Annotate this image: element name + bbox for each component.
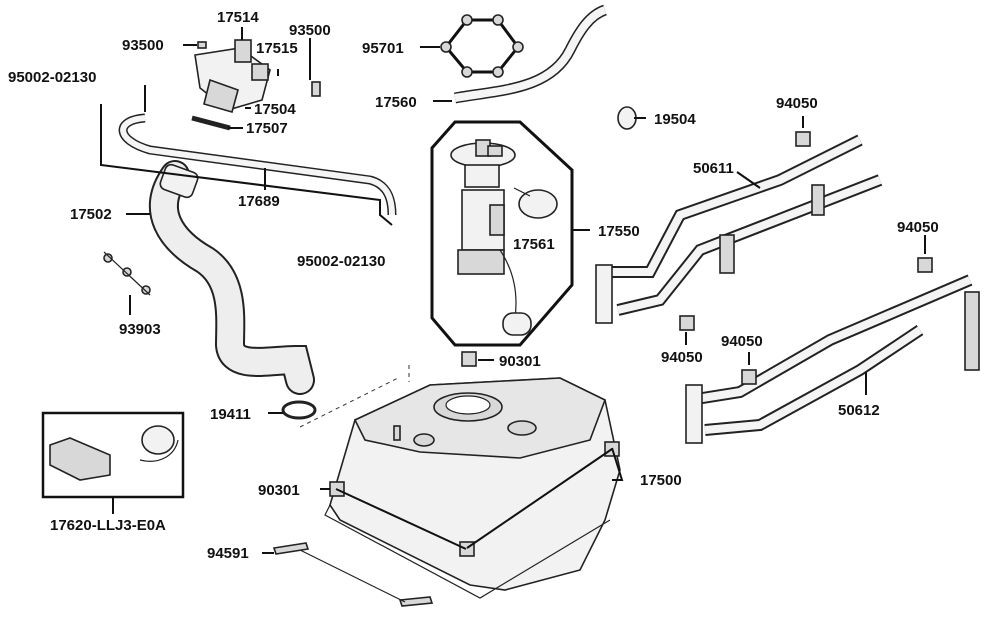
filler-hose-17502 — [148, 160, 315, 395]
label-17502: 17502 — [70, 206, 112, 223]
label-17620-llj3-e0a: 17620-LLJ3-E0A — [50, 517, 166, 534]
leader-lines — [100, 27, 926, 554]
label-17561: 17561 — [513, 236, 555, 253]
label-93500-left: 93500 — [122, 37, 164, 54]
breather-hose-17689 — [118, 113, 397, 216]
hose-clamp-19411 — [281, 400, 317, 420]
label-19504: 19504 — [654, 111, 696, 128]
clamp-93903 — [103, 251, 151, 296]
frame-50611 — [595, 134, 883, 324]
tank-guide-lines — [299, 365, 410, 428]
gasket-ring-95701 — [440, 14, 524, 78]
label-17560: 17560 — [375, 94, 417, 111]
fuel-filter-17561 — [513, 187, 558, 219]
label-19411: 19411 — [210, 406, 251, 423]
label-17504: 17504 — [254, 101, 296, 118]
inset-pump-unit — [49, 425, 179, 481]
label-17514: 17514 — [217, 9, 259, 26]
label-50611: 50611 — [693, 160, 734, 177]
label-94050-right: 94050 — [897, 219, 939, 236]
label-94050-middle: 94050 — [661, 349, 703, 366]
fuel-pump-assembly — [450, 139, 532, 336]
label-90301-bottom: 90301 — [258, 482, 300, 499]
pump-bracket-assembly — [191, 39, 271, 131]
label-94591: 94591 — [207, 545, 249, 562]
fuel-tank-17500 — [324, 377, 621, 599]
nut-94050 — [679, 131, 933, 385]
strap-94591 — [272, 542, 434, 607]
label-90301-top: 90301 — [499, 353, 541, 370]
part-labels: 17514 93500 93500 17515 95002-02130 1750… — [8, 9, 939, 562]
label-95002-02130-bottom: 95002-02130 — [297, 253, 385, 270]
label-95701: 95701 — [362, 40, 404, 57]
label-95002-02130-top: 95002-02130 — [8, 69, 96, 86]
label-94050-top: 94050 — [776, 95, 818, 112]
frame-50612 — [685, 274, 980, 444]
label-50612: 50612 — [838, 402, 880, 419]
label-94050-lower: 94050 — [721, 333, 763, 350]
label-93500-right: 93500 — [289, 22, 331, 39]
clip-93500 — [197, 41, 321, 97]
label-17500: 17500 — [640, 472, 682, 489]
label-93903: 93903 — [119, 321, 161, 338]
label-17550: 17550 — [598, 223, 640, 240]
hose-17560 — [454, 4, 608, 104]
label-17515: 17515 — [256, 40, 298, 57]
label-17507: 17507 — [246, 120, 288, 137]
clip-19504 — [617, 106, 637, 130]
label-17689: 17689 — [238, 193, 280, 210]
